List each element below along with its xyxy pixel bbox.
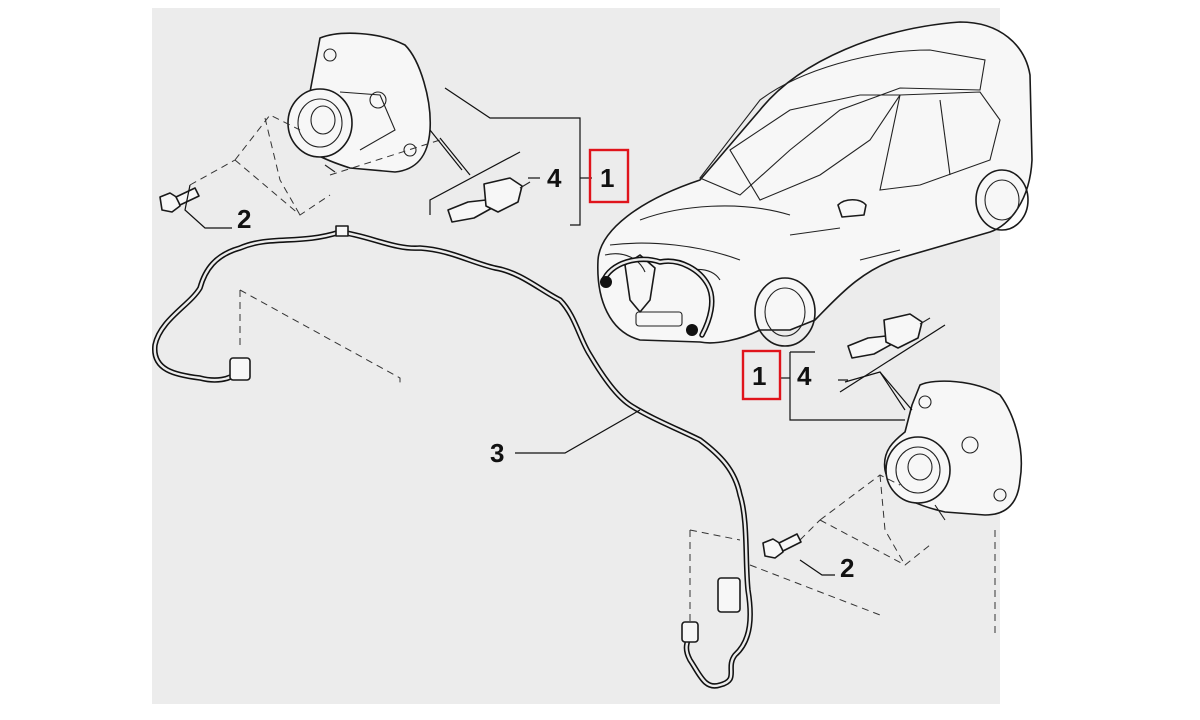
bracket-right xyxy=(780,324,946,421)
car-icon xyxy=(597,21,1033,347)
fog-lamp-icon xyxy=(287,32,431,173)
harness-icon xyxy=(152,225,753,689)
bracket-top xyxy=(429,87,592,226)
screw-icon xyxy=(762,533,802,559)
screw-icon xyxy=(159,187,200,213)
bulb-icon xyxy=(847,313,931,359)
callout-screw-right[interactable]: 2 xyxy=(840,553,854,583)
highlight-box-right xyxy=(741,349,782,401)
callout-screw-top[interactable]: 2 xyxy=(237,204,251,234)
callout-leaders xyxy=(184,184,835,576)
guide-lines-top-lamp xyxy=(189,114,441,216)
callout-wiring-harness[interactable]: 3 xyxy=(490,438,504,468)
bulb-icon xyxy=(447,177,531,223)
guide-lines-right-lamp xyxy=(799,474,931,566)
fog-lamp-icon xyxy=(883,380,1023,521)
callout-bulb-right[interactable]: 4 xyxy=(797,361,812,391)
callout-fog-lamp-top[interactable]: 1 xyxy=(600,163,614,193)
callout-bulb-top[interactable]: 4 xyxy=(547,163,562,193)
guide-lines-harness xyxy=(239,289,996,635)
callout-fog-lamp-right[interactable]: 1 xyxy=(752,361,766,391)
highlight-box-top xyxy=(588,148,630,204)
